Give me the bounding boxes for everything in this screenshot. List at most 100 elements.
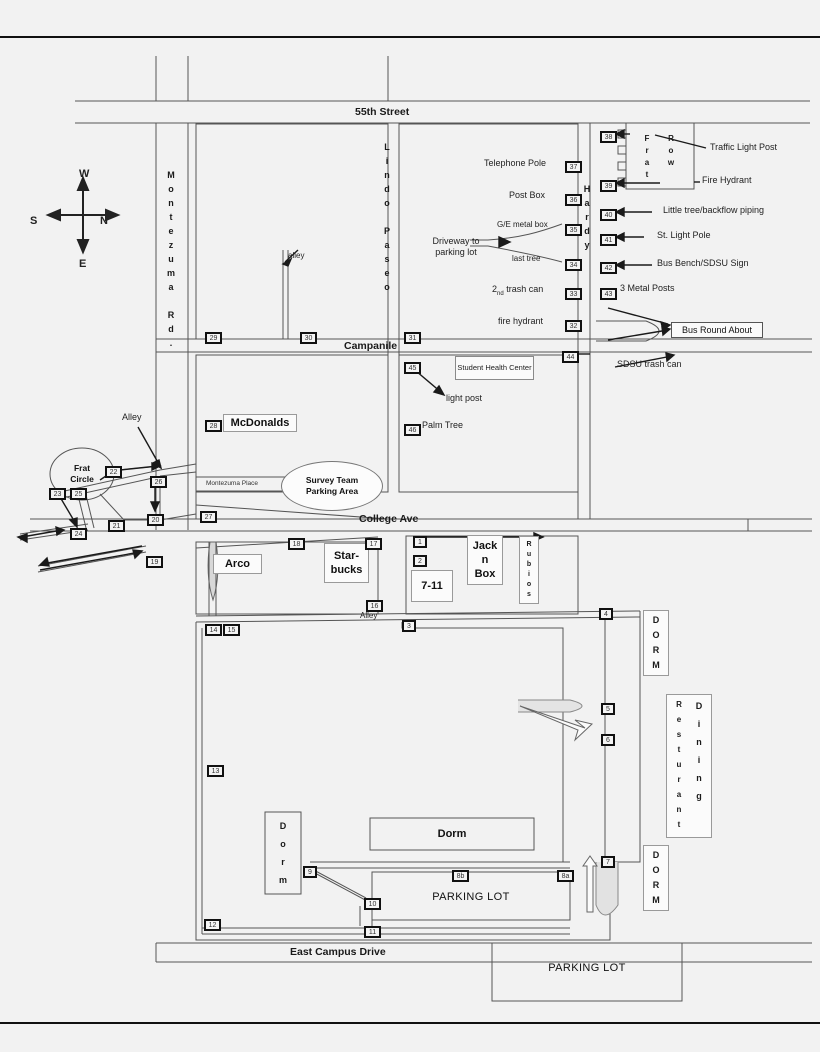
map-marker-10[interactable]: 10 [364,898,381,910]
map-marker-45[interactable]: 45 [404,362,421,374]
resturant-char-1: e [676,715,682,724]
rubios-char-5: s [527,591,531,598]
resturant-char-7: n [676,805,682,814]
building-mcdonalds: McDonalds [223,414,297,432]
map-marker-13[interactable]: 13 [207,765,224,777]
starbucks-line1: Star- [333,550,360,562]
map-marker-38[interactable]: 38 [600,131,617,143]
map-marker-34[interactable]: 34 [565,259,582,271]
jack-line2: n [481,554,489,566]
frat-char-3: t [645,170,649,179]
lindo-char-6: P [383,226,390,236]
hardy-char-4: y [584,240,590,250]
label-sdsu-trash-can: SDSU trash can [617,359,682,369]
street-college-ave: College Ave [359,513,419,525]
map-marker-37[interactable]: 37 [565,161,582,173]
map-marker-14[interactable]: 14 [205,624,222,636]
map-marker-43[interactable]: 43 [600,288,617,300]
map-marker-8a[interactable]: 8a [557,870,574,882]
dorm-lower-char-3: M [652,895,660,905]
label-little-tree: Little tree/backflow piping [663,205,765,215]
map-marker-19[interactable]: 19 [146,556,163,568]
map-marker-28[interactable]: 28 [205,420,222,432]
map-marker-27[interactable]: 27 [200,511,217,523]
montezuma-char-3: t [169,212,173,222]
map-marker-25[interactable]: 25 [70,488,87,500]
dorm-lower-char-2: R [652,880,660,890]
label-post-box: Post Box [509,190,546,200]
map-marker-40[interactable]: 40 [600,209,617,221]
map-marker-30[interactable]: 30 [300,332,317,344]
map-marker-1[interactable]: 1 [413,536,427,548]
map-marker-29[interactable]: 29 [205,332,222,344]
frat-char-1: r [645,146,649,155]
map-marker-42[interactable]: 42 [600,262,617,274]
building-7-11: 7-11 [411,570,453,602]
map-marker-31[interactable]: 31 [404,332,421,344]
label-fire-hydrant-right: Fire Hydrant [702,175,752,185]
map-marker-41[interactable]: 41 [600,234,617,246]
map-marker-6[interactable]: 6 [601,734,615,746]
dorm-upper-char-3: M [652,660,660,670]
compass-label-left: S [30,215,38,227]
map-marker-33[interactable]: 33 [565,288,582,300]
survey-parking-line2: Parking Area [305,486,359,496]
map-marker-9[interactable]: 9 [303,866,317,878]
label-parking-lot-corner: PARKING LOT [548,962,626,974]
map-marker-11[interactable]: 11 [364,926,381,938]
map-marker-24[interactable]: 24 [70,528,87,540]
map-marker-2[interactable]: 2 [413,555,427,567]
label-alley-upper: alley [288,251,305,260]
map-marker-36[interactable]: 36 [565,194,582,206]
label-telephone-pole: Telephone Pole [484,158,547,168]
lindo-char-9: e [384,268,390,278]
map-marker-7[interactable]: 7 [601,856,615,868]
dorm-vert-char-2: r [281,857,285,867]
jack-line3: Box [474,568,496,580]
map-marker-18[interactable]: 18 [288,538,305,550]
jack-line1: Jack [472,540,498,552]
map-marker-35[interactable]: 35 [565,224,582,236]
montezuma-char-9 [164,294,178,308]
resturant-char-3: t [677,745,681,754]
label-light-post: light post [446,393,483,403]
map-marker-3[interactable]: 3 [402,620,416,632]
label-student-health-center: Student Health Center [455,356,534,380]
compass-rose [40,168,126,260]
map-marker-8b[interactable]: 8b [452,870,469,882]
map-marker-12[interactable]: 12 [204,919,221,931]
frat-circle-line1: Frat [73,463,91,473]
map-marker-16[interactable]: 16 [366,600,383,612]
building-jack-n-box: Jack n Box [467,535,503,585]
map-marker-15[interactable]: 15 [223,624,240,636]
survey-parking-line1: Survey Team [305,475,359,485]
frat-circle-line2: Circle [70,474,94,484]
label-palm-tree: Palm Tree [422,420,464,430]
resturant-char-6: a [676,790,682,799]
montezuma-char-0: M [167,170,175,180]
rubios-char-1: u [526,551,532,558]
map-marker-4[interactable]: 4 [599,608,613,620]
map-marker-23[interactable]: 23 [49,488,66,500]
lindo-char-8: s [384,254,390,264]
map-marker-20[interactable]: 20 [147,514,164,526]
map-marker-5[interactable]: 5 [601,703,615,715]
map-marker-39[interactable]: 39 [600,180,617,192]
map-marker-26[interactable]: 26 [150,476,167,488]
label-3-metal-posts: 3 Metal Posts [620,283,675,293]
label-montezuma-place: Montezuma Place [206,480,259,487]
label-last-tree: last tree [512,254,541,263]
resturant-char-8: t [677,820,681,829]
dining-char-1: i [697,719,701,729]
row-char-2: w [667,158,675,167]
map-marker-32[interactable]: 32 [565,320,582,332]
map-marker-22[interactable]: 22 [105,466,122,478]
rubios-char-4: o [526,581,532,588]
rubios-char-0: R [526,541,532,548]
map-marker-17[interactable]: 17 [365,538,382,550]
frat-char-0: F [644,134,650,143]
map-marker-21[interactable]: 21 [108,520,125,532]
map-marker-44[interactable]: 44 [562,351,579,363]
map-marker-46[interactable]: 46 [404,424,421,436]
